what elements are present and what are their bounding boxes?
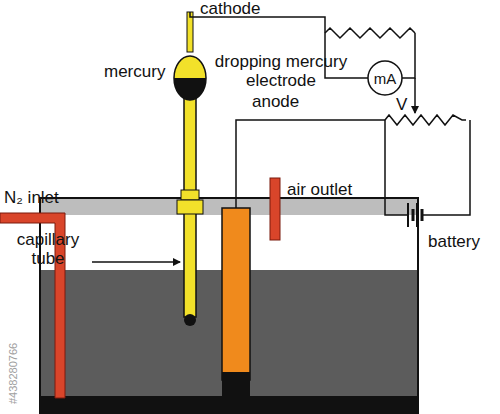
signal-label: V bbox=[396, 95, 407, 114]
part-label: N₂ inlet bbox=[4, 188, 59, 207]
leader-arrow bbox=[92, 261, 180, 263]
rheostat-symbol bbox=[385, 115, 466, 125]
air-outlet-pipe bbox=[270, 178, 280, 240]
anode-electrode bbox=[222, 208, 250, 398]
dropping-mercury-electrode bbox=[174, 12, 206, 326]
resistor-symbol bbox=[325, 28, 415, 38]
battery-symbol bbox=[408, 203, 422, 227]
part-label: mercury bbox=[104, 62, 165, 81]
part-label: air outlet bbox=[287, 180, 352, 199]
part-label: battery bbox=[428, 232, 480, 251]
part-label: capillary tube bbox=[4, 230, 92, 268]
ammeter-symbol bbox=[368, 61, 402, 95]
beaker bbox=[40, 198, 418, 414]
circuit-wiring bbox=[190, 12, 470, 215]
meter-label: mA bbox=[374, 69, 397, 88]
part-label: anode bbox=[252, 92, 299, 111]
terminal-label: cathode bbox=[200, 0, 261, 18]
watermark: #438280766 bbox=[4, 343, 23, 404]
part-label: dropping mercury electrode bbox=[206, 52, 356, 90]
